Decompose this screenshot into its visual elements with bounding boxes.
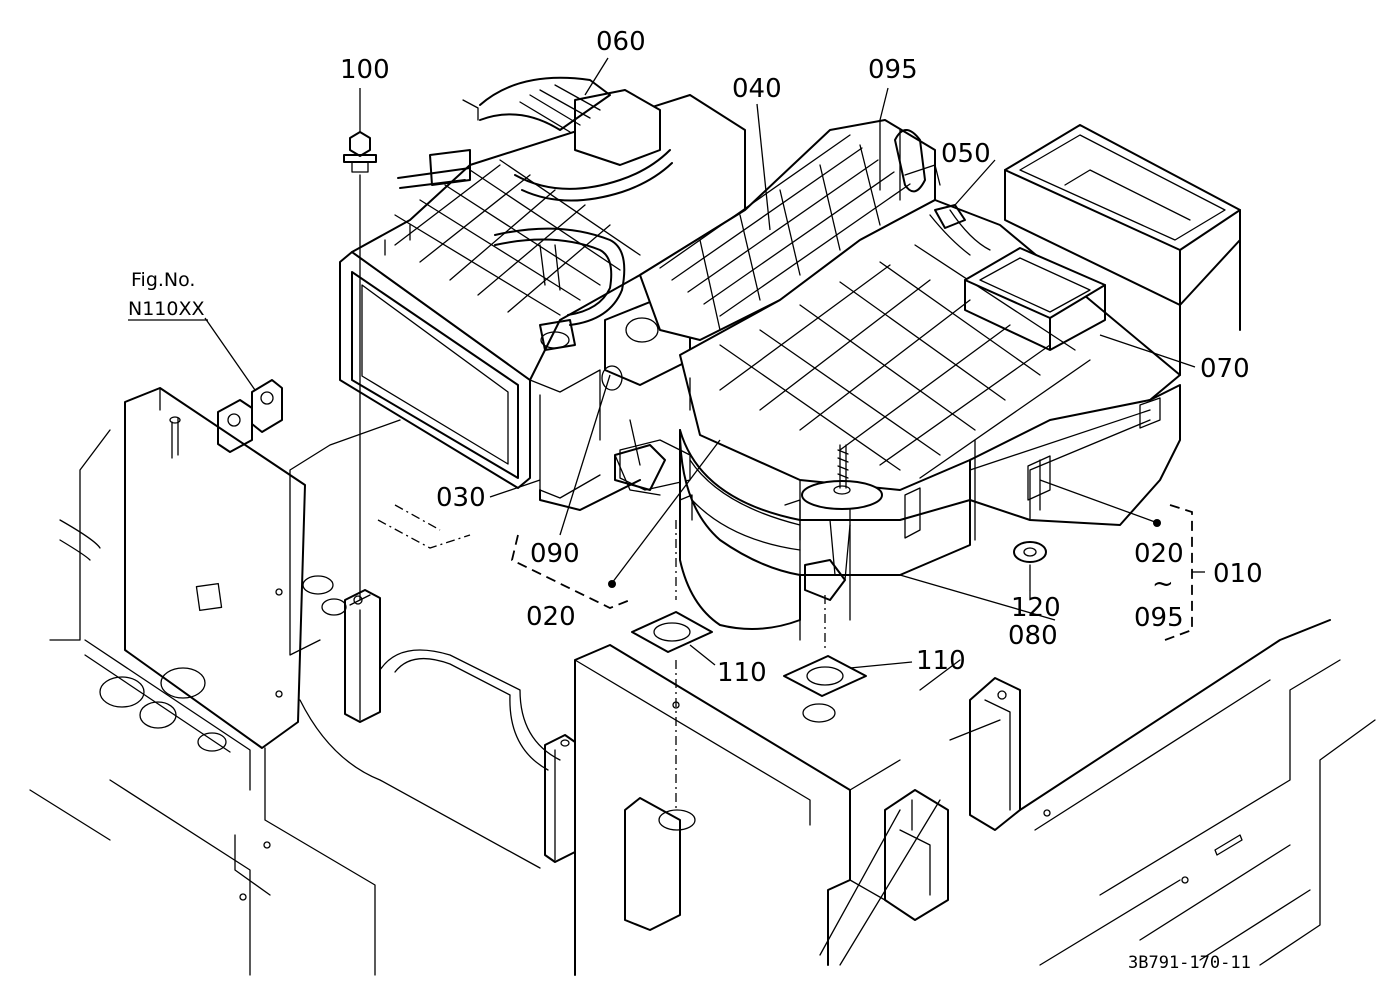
callout-tilde: ~: [1152, 569, 1174, 599]
figure-reference-number: N110XX: [128, 298, 205, 320]
callout-010: 010: [1213, 559, 1263, 589]
callout-110-left: 110: [717, 658, 767, 688]
callout-100: 100: [340, 55, 390, 85]
callout-020-right: 020: [1134, 539, 1184, 569]
callout-030: 030: [436, 483, 486, 513]
callout-095-right: 095: [1134, 603, 1184, 633]
callout-070: 070: [1200, 354, 1250, 384]
callout-120: 120: [1011, 593, 1061, 623]
callout-090: 090: [530, 539, 580, 569]
callout-110-right: 110: [916, 646, 966, 676]
callout-095-top: 095: [868, 55, 918, 85]
dot-marker-right: [1153, 519, 1161, 527]
machine-frame: [29, 379, 1376, 976]
figure-reference-label: Fig.No.: [131, 269, 195, 291]
dot-marker-left: [608, 580, 616, 588]
leader-lines: [204, 57, 1205, 669]
callout-040: 040: [732, 74, 782, 104]
part-120-washer: [1013, 541, 1047, 591]
callout-060: 060: [596, 27, 646, 57]
part-110-pad-right: [783, 595, 867, 697]
callout-050: 050: [941, 139, 991, 169]
air-intake-duct: [929, 124, 1241, 376]
part-110-pad-left: [631, 520, 713, 810]
drawing-code: 3B791-170-11: [1128, 953, 1251, 973]
callout-020-left: 020: [526, 602, 576, 632]
heater-unit-assembly: [339, 76, 746, 511]
callout-080: 080: [1008, 621, 1058, 651]
